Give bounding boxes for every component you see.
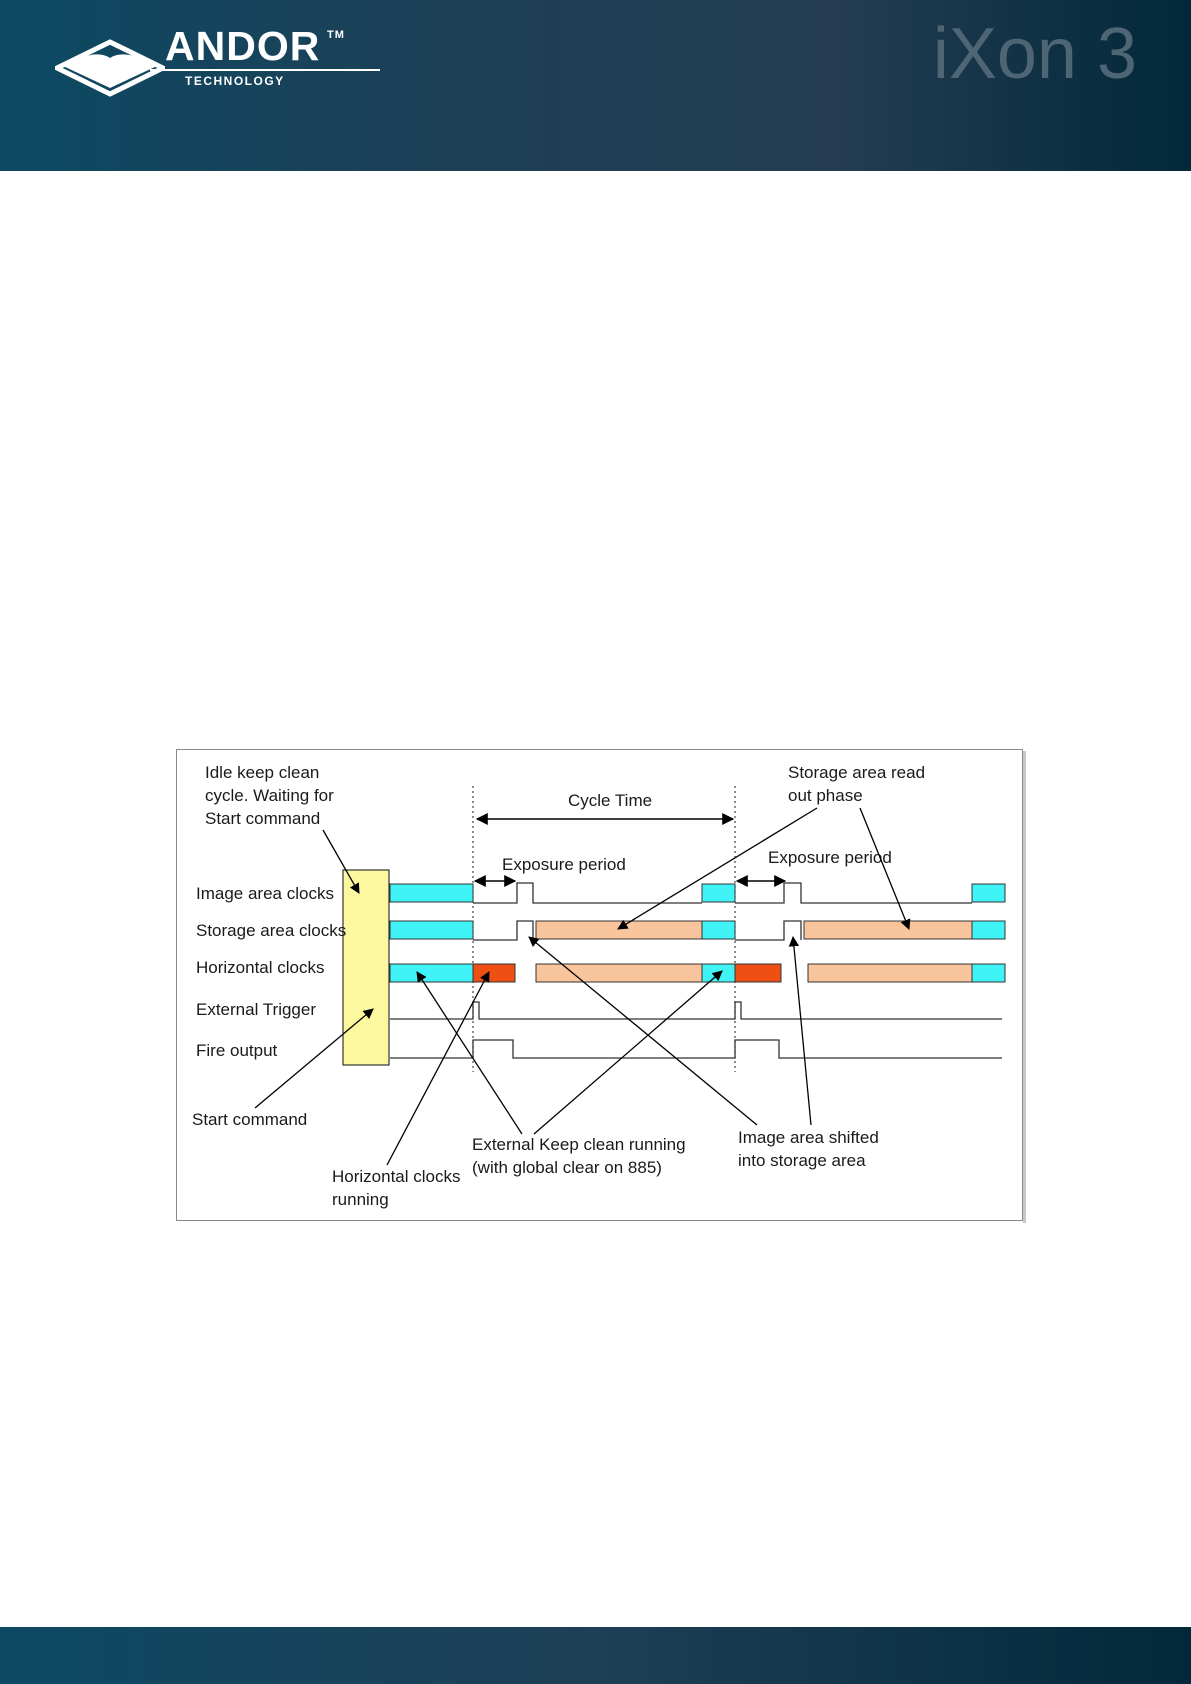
pointer-start-command (254, 1008, 374, 1109)
logo-trademark: TM (327, 29, 345, 41)
storage-clocks-keep-clean-1 (389, 920, 474, 940)
page-header: ANDOR TM TECHNOLOGY iXon 3 (0, 0, 1191, 171)
start-command-label: Start command (192, 1110, 307, 1129)
storage-clocks-trace (473, 920, 534, 941)
horizontal-keep-clean-2 (701, 963, 736, 983)
idle-note-line-1: Idle keep clean (205, 763, 319, 782)
idle-note-line-2: cycle. Waiting for (205, 786, 334, 805)
pointer-keep-clean-left (416, 971, 523, 1135)
cycle-time-label: Cycle Time (568, 791, 652, 810)
external-trigger-trace (390, 1001, 1002, 1020)
pointer-storage-readout-2 (859, 807, 911, 930)
timing-diagram: Image area clocks Storage area clocks Ho… (176, 749, 1023, 1221)
image-shifted-label-2: into storage area (738, 1151, 866, 1170)
pointer-image-shifted-2 (788, 935, 812, 1126)
fire-output-trace (390, 1039, 1002, 1059)
horizontal-readout-2 (807, 963, 973, 983)
storage-readout-1 (535, 920, 703, 940)
image-shifted-label-1: Image area shifted (738, 1128, 879, 1147)
idle-note-line-3: Start command (205, 809, 320, 828)
image-clocks-trace-2 (735, 882, 972, 904)
page-footer (0, 1627, 1191, 1684)
storage-readout-2 (803, 920, 973, 940)
horizontal-keep-clean-1 (389, 963, 474, 983)
storage-readout-label-1: Storage area read (788, 763, 925, 782)
pointer-keep-clean-right (533, 970, 723, 1135)
label-horizontal-clocks: Horizontal clocks (196, 958, 325, 977)
logo-wordmark: ANDOR (165, 23, 321, 69)
exposure-period-label-1: Exposure period (502, 855, 626, 874)
timing-diagram-svg: Image area clocks Storage area clocks Ho… (192, 763, 1006, 1209)
image-clocks-keep-clean-3 (971, 883, 1006, 903)
storage-clocks-keep-clean-2 (701, 920, 736, 940)
storage-readout-label-2: out phase (788, 786, 863, 805)
horizontal-readout-1 (535, 963, 703, 983)
storage-clocks-keep-clean-3 (971, 920, 1006, 940)
exposure-period-label-2: Exposure period (768, 848, 892, 867)
horizontal-keep-clean-3 (971, 963, 1006, 983)
horizontal-running-1 (472, 963, 516, 983)
logo-rule (150, 69, 380, 71)
logo-subtitle: TECHNOLOGY (185, 74, 285, 88)
pointer-image-shifted-1 (528, 936, 758, 1126)
horizontal-running-2 (734, 963, 782, 983)
andor-logo-mark-icon (51, 39, 169, 97)
label-external-trigger: External Trigger (196, 1000, 316, 1019)
figure-shadow (1023, 751, 1026, 1223)
product-name: iXon 3 (932, 14, 1137, 94)
pointer-horizontal-running (386, 971, 490, 1166)
label-fire-output: Fire output (196, 1041, 278, 1060)
label-image-area-clocks: Image area clocks (196, 884, 334, 903)
storage-clocks-trace-2 (735, 920, 802, 941)
pointer-storage-readout-1 (617, 807, 818, 930)
horizontal-running-label-1: Horizontal clocks (332, 1167, 461, 1186)
image-clocks-trace (473, 882, 702, 904)
andor-logo: ANDOR TM TECHNOLOGY (51, 23, 380, 104)
label-storage-area-clocks: Storage area clocks (196, 921, 346, 940)
keep-clean-label-1: External Keep clean running (472, 1135, 686, 1154)
image-clocks-keep-clean-1 (389, 883, 474, 903)
horizontal-running-label-2: running (332, 1190, 389, 1209)
idle-keep-clean-block (342, 869, 390, 1066)
image-clocks-keep-clean-2 (701, 883, 736, 903)
pointer-idle-note (322, 829, 360, 894)
keep-clean-label-2: (with global clear on 885) (472, 1158, 662, 1177)
